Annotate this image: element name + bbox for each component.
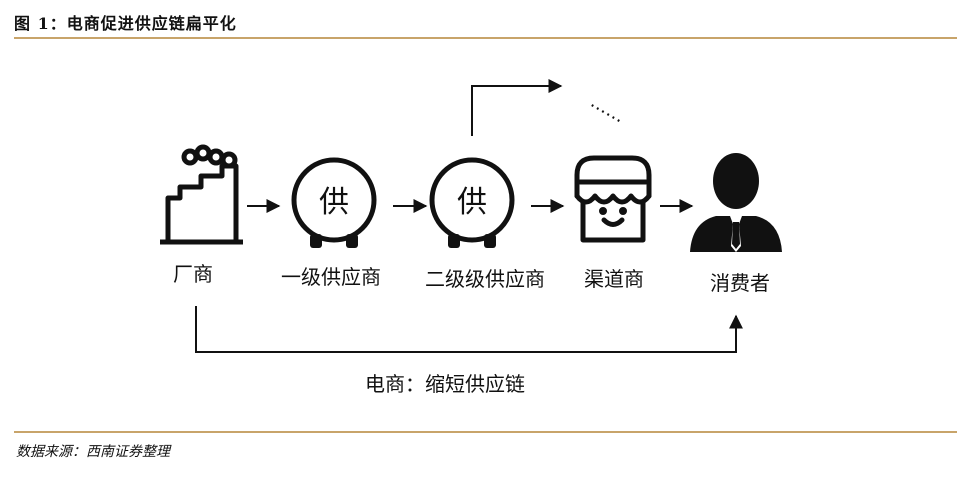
figure-title: 图 1：电商促进供应链扁平化: [14, 14, 237, 33]
figure-source: 数据来源：西南证券整理: [16, 444, 170, 460]
continuation-dots: ……: [587, 91, 629, 127]
factory-icon: [160, 144, 243, 245]
label-channel: 渠道商: [584, 267, 644, 291]
label-tier1-supplier: 一级供应商: [281, 265, 381, 289]
label-tier2-supplier: 二级级供应商: [425, 267, 545, 291]
label-manufacturer: 厂商: [173, 262, 213, 286]
storefront-icon: [574, 155, 652, 243]
tier1-supplier-icon: 供: [291, 157, 377, 248]
bottom-rule: [14, 431, 957, 433]
tier1-supplier-glyph: 供: [319, 185, 349, 220]
arrow-branch-more-tiers: [471, 79, 563, 136]
person-icon: [690, 153, 782, 252]
top-rule: [14, 37, 957, 39]
tier2-supplier-glyph: 供: [457, 185, 487, 220]
ecommerce-bypass-label: 电商：缩短供应链: [365, 372, 525, 396]
tier2-supplier-icon: 供: [429, 157, 515, 248]
label-consumer: 消费者: [710, 271, 770, 295]
ecommerce-bypass-arrow: [195, 306, 743, 353]
